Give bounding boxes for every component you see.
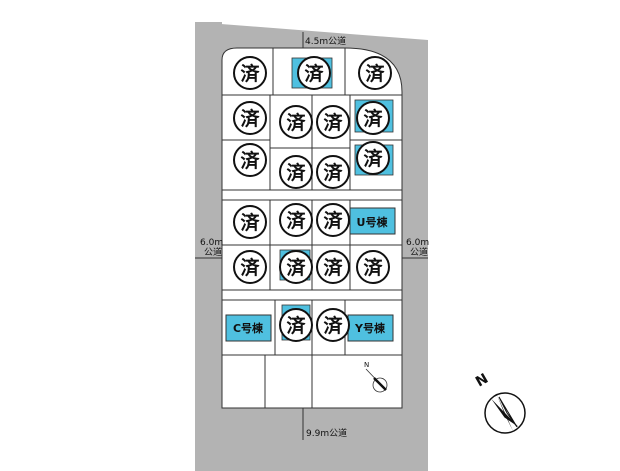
lot-U-building [349,207,396,235]
sold-marker: 済 [316,308,350,342]
sold-marker-label: 済 [286,161,306,184]
sold-marker-label: 済 [286,209,306,232]
compass-label: N [473,371,491,391]
lot-C-building [225,314,272,342]
sold-marker-label: 済 [240,107,260,130]
sold-marker-label: 済 [323,111,343,134]
sold-marker-label: 済 [363,107,383,130]
sold-marker-label: 済 [363,147,383,170]
sold-marker: 済 [279,203,313,237]
sold-marker: 済 [233,143,267,177]
sold-marker-label: 済 [240,256,260,279]
sold-marker-label: 済 [363,256,383,279]
lot-lines [222,48,402,408]
sold-marker-label: 済 [365,62,385,85]
sold-marker: 済 [316,105,350,139]
small-compass-icon: N [364,361,388,393]
sold-marker: 済 [297,56,331,90]
sold-marker: 済 [356,101,390,135]
sold-marker: 済 [358,56,392,90]
sold-marker: 済 [279,250,313,284]
sold-marker: 済 [233,205,267,239]
road-south-label: 9.9m公道 [306,427,347,439]
sold-marker: 済 [233,56,267,90]
sold-marker-label: 済 [240,211,260,234]
sold-marker-label: 済 [286,111,306,134]
sold-marker-label: 済 [323,314,343,337]
sold-marker: 済 [233,101,267,135]
sold-marker-label: 済 [240,149,260,172]
sold-marker-label: 済 [323,161,343,184]
small-compass-label: N [364,361,369,369]
road-west-strip [195,22,222,471]
lot-C: C号棟 [225,314,272,342]
sold-marker-label: 済 [286,256,306,279]
lot-U-label: U号棟 [357,215,389,229]
lot-U: U号棟 [349,207,396,235]
road-north-label: 4.5m公道 [305,35,346,47]
north-compass-icon: N [473,371,526,434]
sold-marker-label: 済 [323,209,343,232]
sold-marker: 済 [233,250,267,284]
sold-marker-label: 済 [323,256,343,279]
sold-marker: 済 [279,155,313,189]
sold-marker: 済 [316,250,350,284]
sold-marker: 済 [356,141,390,175]
sold-marker: 済 [356,250,390,284]
sold-marker: 済 [279,308,313,342]
sold-marker-label: 済 [240,62,260,85]
sold-marker: 済 [279,105,313,139]
sold-marker-label: 済 [286,314,306,337]
sold-marker-label: 済 [304,62,324,85]
sold-marker: 済 [316,155,350,189]
sold-markers: 済済済済済済済済済済済済済済済済済済済済 [233,56,392,342]
road-east-strip [402,40,428,471]
lot-C-label: C号棟 [233,321,264,335]
lot-Y: Y号棟 [347,314,394,342]
sold-marker: 済 [316,203,350,237]
lot-Y-label: Y号棟 [354,321,386,335]
